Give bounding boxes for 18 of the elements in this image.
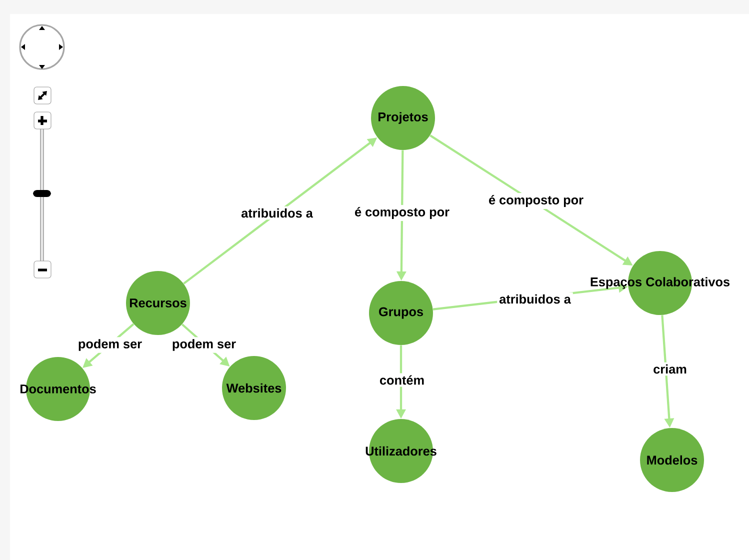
node-circle [222,356,286,420]
edge-label: atribuidos a [497,292,573,306]
node-circle [640,428,704,492]
edge-label: é composto por [352,205,452,221]
edge-label: podem ser [76,337,144,353]
edge-label: criam [651,362,689,376]
node-label: Modelos [647,455,698,465]
edge-label: contém [377,373,427,387]
node-circle [369,281,433,345]
node-label: Websites [226,383,282,393]
edge-label: atribuidos a [239,206,315,220]
edge-label: é composto por [486,193,586,209]
node-circle [371,86,435,150]
edge-label: podem ser [170,337,238,353]
node-label: Grupos [379,307,423,319]
node-label: Recursos [130,298,186,308]
node-label: Projetos [378,112,428,124]
node-circle [126,271,190,335]
